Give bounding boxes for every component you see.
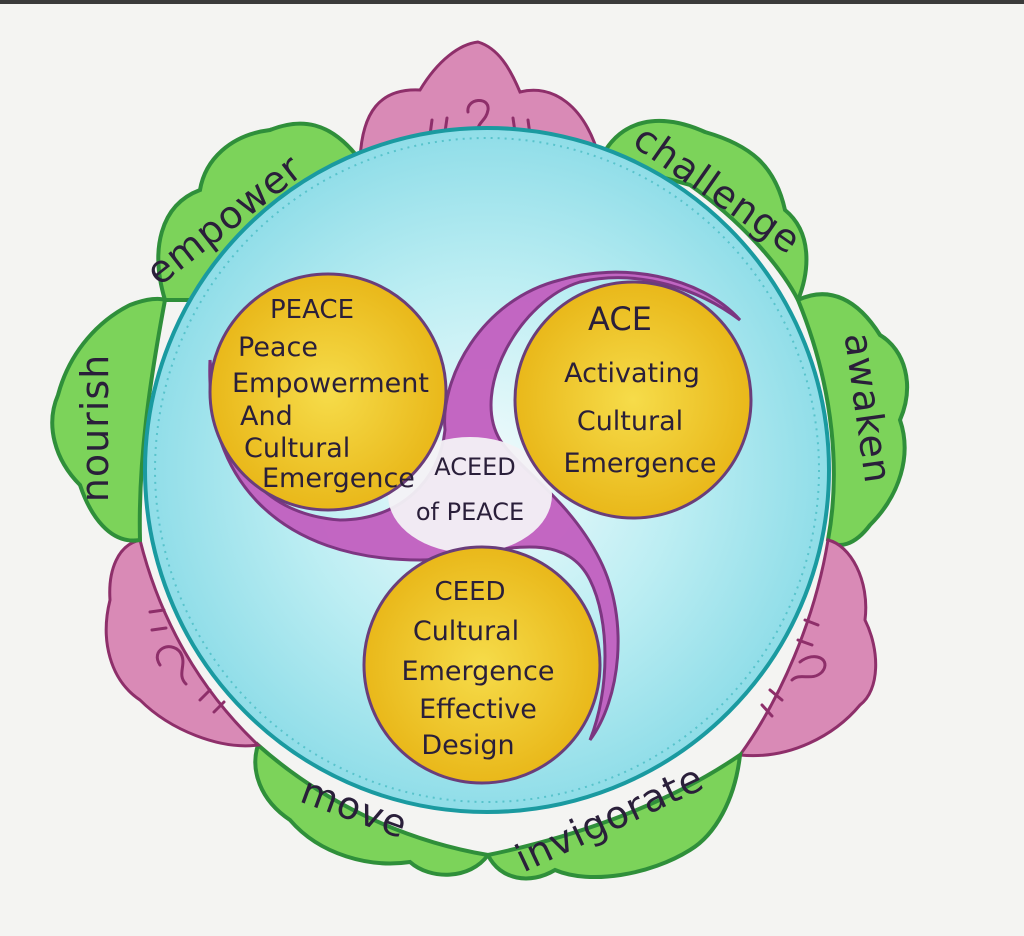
green-petal-challenge: [597, 119, 809, 305]
green-petal-move: [253, 741, 492, 877]
ceed-line-1: Cultural: [413, 616, 519, 647]
ace-line-2: Cultural: [577, 406, 683, 437]
ceed-line-3: Effective: [419, 694, 537, 725]
peace-line-4: Cultural: [244, 433, 350, 464]
green-petal-awaken: [795, 292, 909, 547]
pink-petal-right: [737, 538, 878, 758]
center-line-1: ACEED: [434, 453, 516, 481]
ace-circle: [513, 280, 753, 520]
ceed-circle: [362, 545, 602, 785]
center-line-2: of PEACE: [416, 498, 524, 526]
pink-petal-left: [104, 538, 262, 748]
ace-title: ACE: [588, 300, 652, 338]
center-glow: [388, 437, 552, 553]
ceed-text: CEED Cultural Emergence Effective Design: [402, 577, 555, 761]
peace-line-2: Empowerment: [232, 368, 429, 399]
ace-line-1: Activating: [564, 358, 700, 389]
pink-petal-left-marks: [148, 608, 226, 714]
pink-petal-right-marks: [760, 618, 827, 718]
center-text: ACEED of PEACE: [416, 453, 524, 526]
peace-title: PEACE: [270, 295, 354, 325]
ceed-line-4: Design: [421, 730, 514, 761]
peace-text: PEACE Peace Empowerment And Cultural Eme…: [232, 295, 429, 494]
ceed-line-2: Emergence: [402, 656, 555, 687]
petal-ring: [50, 40, 909, 881]
ace-line-3: Emergence: [564, 448, 717, 479]
green-petal-nourish: [50, 296, 168, 543]
petal-label-nourish: nourish: [73, 354, 117, 502]
peace-circle: [208, 272, 448, 512]
top-border: [0, 0, 1024, 4]
green-petal-invigorate: [485, 750, 743, 881]
ceed-title: CEED: [434, 577, 505, 607]
peace-line-5: Emergence: [262, 463, 415, 494]
peace-line-1: Peace: [238, 332, 318, 363]
ace-text: ACE Activating Cultural Emergence: [564, 300, 717, 479]
outer-circle-inner-ring: [154, 137, 820, 803]
peace-line-3: And: [240, 401, 293, 432]
